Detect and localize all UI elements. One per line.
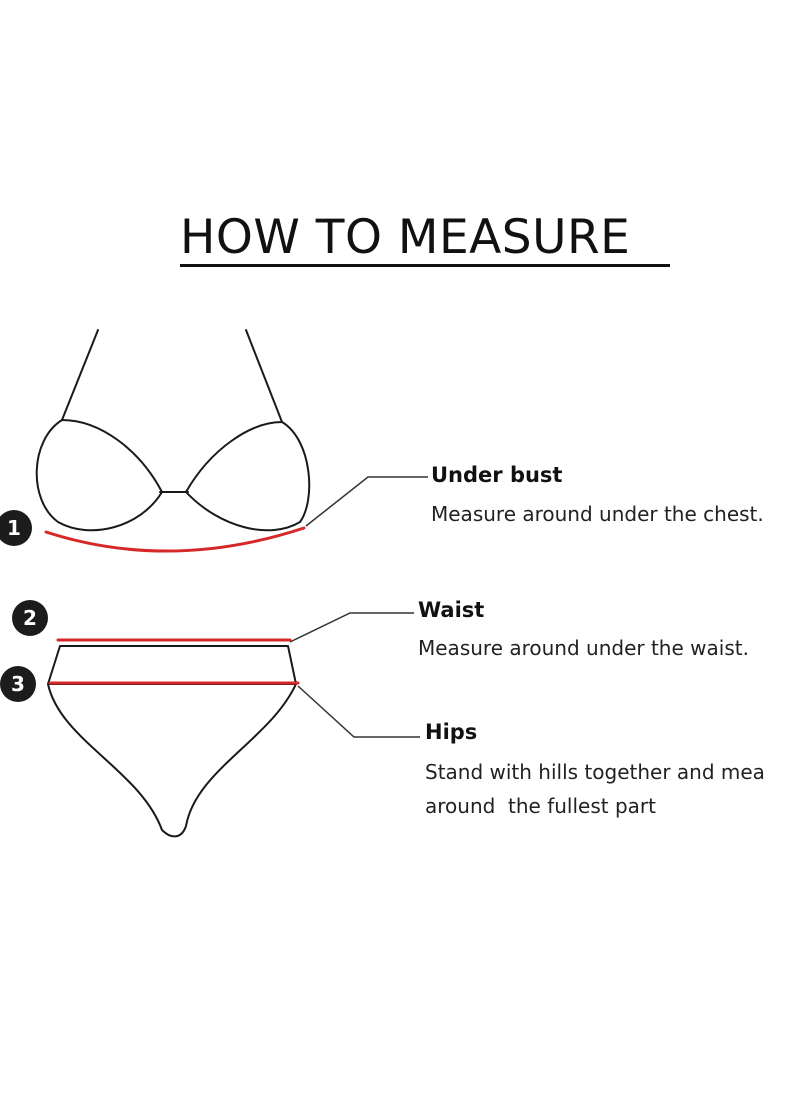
waist-leader — [289, 612, 414, 643]
right-strap — [245, 329, 283, 423]
page-title: HOW TO MEASURE — [180, 210, 631, 265]
under-bust-description: Measure around under the chest. — [431, 502, 764, 526]
bra-illustration — [35, 329, 311, 532]
right-cup — [185, 421, 311, 532]
leader-lines — [289, 476, 428, 738]
waist-heading: Waist — [418, 598, 485, 622]
under-bust-leader — [305, 476, 428, 527]
brief-waistband — [47, 645, 297, 685]
waist-description: Measure around under the waist. — [418, 636, 749, 660]
marker-1-badge: 1 — [0, 510, 32, 546]
under-bust-heading: Under bust — [431, 463, 563, 487]
title-underline — [180, 264, 670, 267]
marker-3-badge: 3 — [0, 666, 36, 702]
marker-2-badge: 2 — [12, 600, 48, 636]
brief-body — [47, 683, 297, 838]
left-strap — [61, 329, 99, 421]
hips-description-line-2: around the fullest part — [425, 794, 656, 818]
brief-illustration — [47, 645, 297, 838]
hips-description-line-1: Stand with hills together and mea — [425, 760, 765, 784]
hips-heading: Hips — [425, 720, 478, 744]
under-bust-measure-line — [44, 526, 306, 553]
left-cup — [35, 419, 163, 532]
hips-leader — [297, 685, 420, 738]
